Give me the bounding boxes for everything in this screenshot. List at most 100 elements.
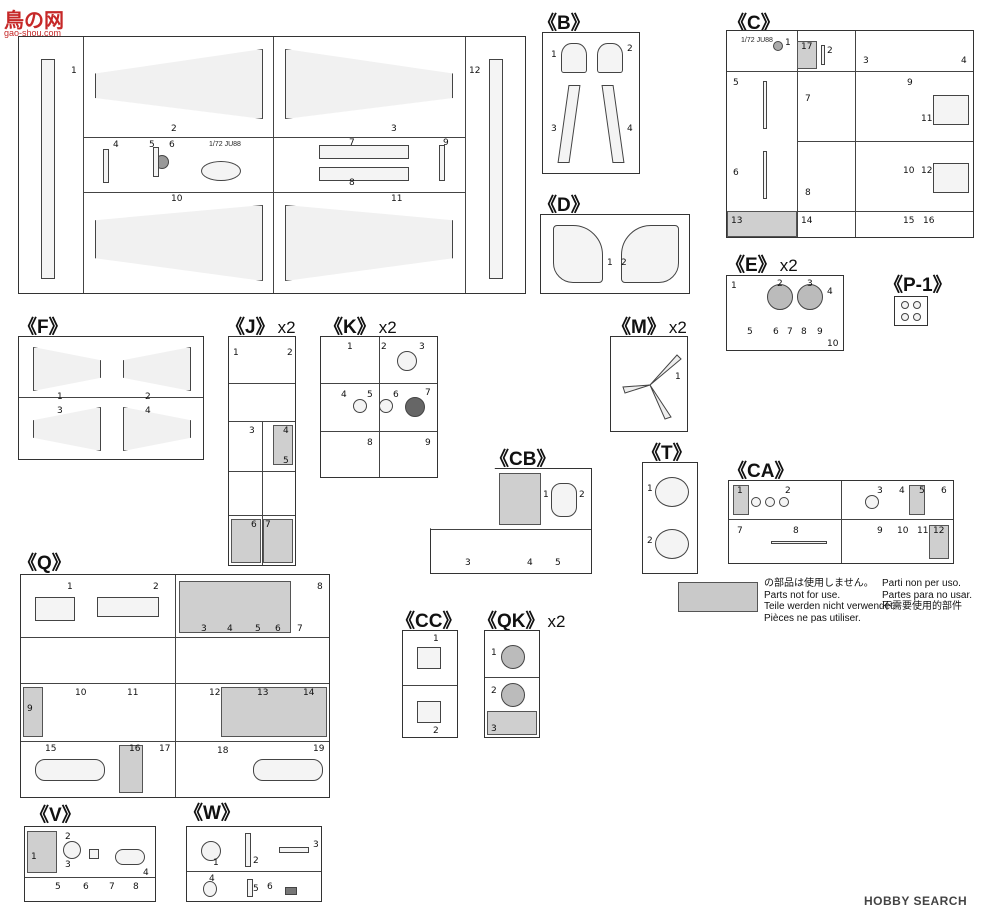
part-ca-ring-2 <box>765 497 775 507</box>
part-qk2 <box>501 683 525 707</box>
num-q9: 9 <box>27 704 33 714</box>
legend-es: Partes para no usar. <box>882 589 973 601</box>
num-e6: 6 <box>773 327 779 337</box>
num-k8: 8 <box>367 438 373 448</box>
num-c11: 11 <box>921 114 933 124</box>
part-b4 <box>601 85 625 163</box>
part-ca1 <box>733 485 749 515</box>
num-q1: 1 <box>67 582 73 592</box>
num-a10: 10 <box>171 194 183 204</box>
num-w1: 1 <box>213 858 219 868</box>
part-c6 <box>763 151 767 199</box>
num-w2: 2 <box>253 856 259 866</box>
part-ca12 <box>929 525 949 559</box>
part-qk3 <box>487 711 537 735</box>
sprue-p1 <box>894 296 928 326</box>
num-j6: 6 <box>251 520 257 530</box>
part-e2 <box>767 284 793 310</box>
sprue-cc-title: 《CC》 <box>396 611 462 632</box>
sprue-q-title: 《Q》 <box>18 553 71 574</box>
site-logo-url: gao-shou.com <box>4 28 62 38</box>
num-k6: 6 <box>393 390 399 400</box>
part-j7 <box>263 519 293 563</box>
num-c15: 15 <box>903 216 915 226</box>
sprue-k-title: 《K》x2 <box>324 317 397 338</box>
part-a11 <box>285 205 453 281</box>
num-q11: 11 <box>127 688 139 698</box>
num-c2: 2 <box>827 46 833 56</box>
num-b3: 3 <box>551 124 557 134</box>
num-cc1: 1 <box>433 634 439 644</box>
num-ca3: 3 <box>877 486 883 496</box>
num-ca9: 9 <box>877 526 883 536</box>
num-q19: 19 <box>313 744 325 754</box>
num-e9: 9 <box>817 327 823 337</box>
num-c4: 4 <box>961 56 967 66</box>
sprue-k: 1 2 3 4 5 6 7 8 9 <box>320 336 438 478</box>
num-ca6: 6 <box>941 486 947 496</box>
sprue-qk: 1 2 3 <box>484 630 540 738</box>
num-e5: 5 <box>747 327 753 337</box>
sprue-ca: 1 2 3 4 5 6 7 8 9 10 11 12 <box>728 480 954 564</box>
sprue-e: 1 2 3 4 5 6 7 8 9 10 <box>726 275 844 351</box>
num-f3: 3 <box>57 406 63 416</box>
sprue-w: 1 2 3 4 5 6 <box>186 826 322 902</box>
sprue-cc: 1 2 <box>402 630 458 738</box>
part-q19 <box>253 759 323 781</box>
num-ca12: 12 <box>933 526 945 536</box>
part-w4 <box>203 881 217 897</box>
unused-parts-swatch <box>678 582 758 612</box>
num-qk3: 3 <box>491 724 497 734</box>
part-q2 <box>97 597 159 617</box>
sprue-v-title: 《V》 <box>30 805 81 826</box>
sprue-d: 1 2 <box>540 214 690 294</box>
part-ca-ring-3 <box>779 497 789 507</box>
num-q16: 16 <box>129 744 141 754</box>
num-w4: 4 <box>209 874 215 884</box>
num-q15: 15 <box>45 744 57 754</box>
num-c12: 12 <box>921 166 933 176</box>
part-a12 <box>489 59 503 279</box>
num-ca10: 10 <box>897 526 909 536</box>
num-a6: 6 <box>169 140 175 150</box>
num-a12: 12 <box>469 66 481 76</box>
part-v3 <box>89 849 99 859</box>
part-w2 <box>245 833 251 867</box>
sprue-cb: 1 2 3 4 5 <box>430 468 592 574</box>
num-a4: 4 <box>113 140 119 150</box>
num-ca7: 7 <box>737 526 743 536</box>
num-e4: 4 <box>827 287 833 297</box>
sprue-d-title: 《D》 <box>538 195 590 216</box>
num-a11: 11 <box>391 194 403 204</box>
num-f2: 2 <box>145 392 151 402</box>
sprue-v: 1 2 3 4 5 6 7 8 <box>24 826 156 902</box>
num-q3: 3 <box>201 624 207 634</box>
part-c13 <box>727 211 797 237</box>
num-j7: 7 <box>265 520 271 530</box>
part-b1 <box>561 43 587 73</box>
part-c17 <box>797 41 817 69</box>
num-m1: 1 <box>675 372 681 382</box>
num-c16: 16 <box>923 216 935 226</box>
part-q15 <box>35 759 105 781</box>
num-v4: 4 <box>143 868 149 878</box>
num-a8: 8 <box>349 178 355 188</box>
num-v7: 7 <box>109 882 115 892</box>
num-k9: 9 <box>425 438 431 448</box>
part-a5 <box>153 147 159 177</box>
num-f4: 4 <box>145 406 151 416</box>
sprue-c: 1/72 JU88 1 2 3 4 5 6 7 8 9 10 11 12 13 … <box>726 30 974 238</box>
part-a1 <box>41 59 55 279</box>
num-v1: 1 <box>31 852 37 862</box>
part-d2 <box>621 225 679 283</box>
sprue-m: 1 <box>610 336 688 432</box>
num-b2: 2 <box>627 44 633 54</box>
sprue-a: 1/72 JU88 1 2 3 4 5 6 7 8 9 10 11 12 <box>18 36 526 294</box>
legend-en: Parts not for use. <box>764 589 841 601</box>
sprue-q: 1 2 3 4 5 6 7 8 9 10 11 12 13 14 15 16 1… <box>20 574 330 798</box>
part-f3 <box>33 407 101 451</box>
sprue-b: 1 2 3 4 <box>542 32 640 174</box>
hobby-search-watermark: HOBBY SEARCH <box>864 894 968 908</box>
part-q9 <box>23 687 43 737</box>
num-k7: 7 <box>425 388 431 398</box>
